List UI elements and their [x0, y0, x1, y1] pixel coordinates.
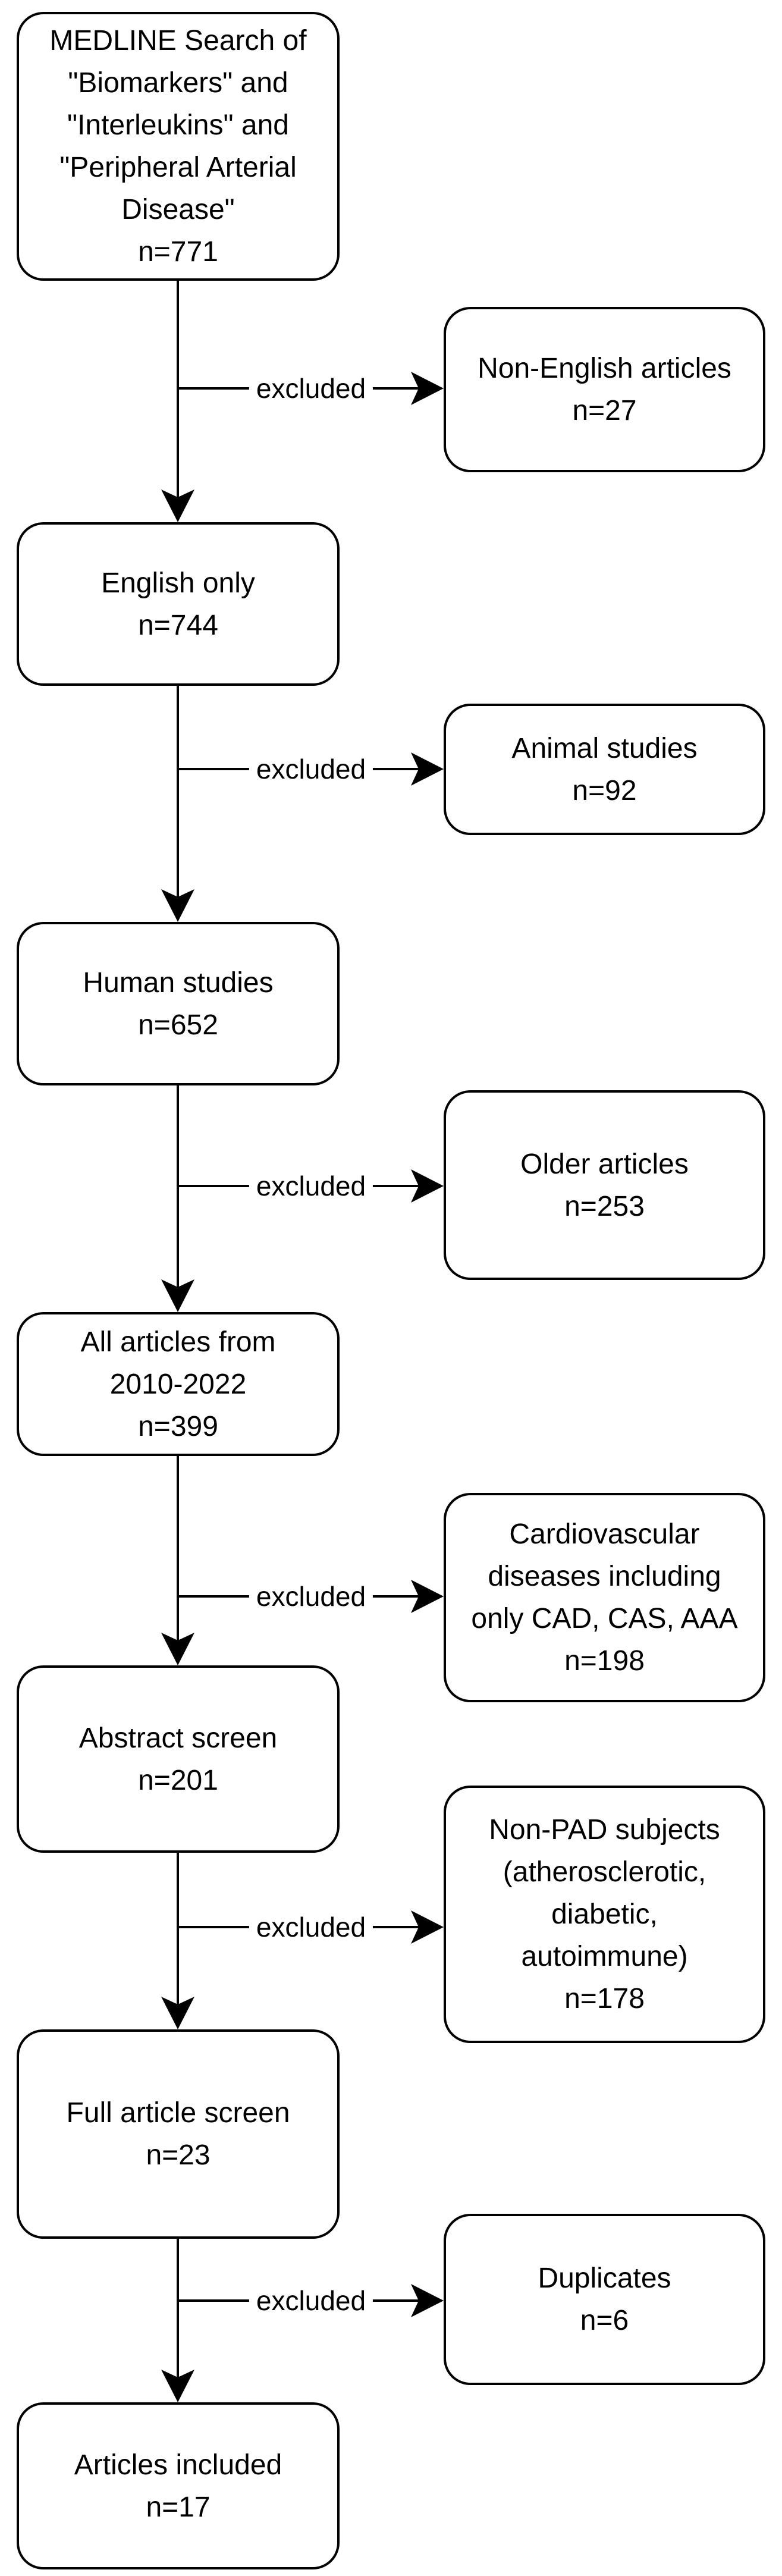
arrowhead-down-fullarticle — [161, 1997, 194, 2029]
arrowhead-down-included — [161, 2370, 194, 2402]
node-abstract-screen: Abstract screen n=201 — [17, 1665, 340, 1853]
arrowhead-right-non-english — [411, 372, 444, 405]
edge-label-excluded-older: excluded — [249, 1168, 373, 1204]
node-duplicates: Duplicates n=6 — [444, 2214, 765, 2385]
arrowhead-down-human — [161, 889, 194, 922]
edge-label-excluded-duplicates: excluded — [249, 2283, 373, 2318]
edge-label-excluded-animal: excluded — [249, 751, 373, 787]
arrowhead-down-english — [161, 490, 194, 522]
arrowhead-right-non-pad — [411, 1910, 444, 1944]
node-articles-included: Articles included n=17 — [17, 2402, 340, 2569]
arrowhead-right-duplicates — [411, 2284, 444, 2317]
arrowhead-right-animal — [411, 752, 444, 786]
arrowhead-right-cardiovascular — [411, 1580, 444, 1613]
node-human-studies: Human studies n=652 — [17, 922, 340, 1085]
node-all-articles-2010-2022: All articles from 2010-2022 n=399 — [17, 1312, 340, 1456]
edge-label-excluded-non-pad: excluded — [249, 1909, 373, 1945]
node-non-english-articles: Non-English articles n=27 — [444, 307, 765, 472]
node-older-articles: Older articles n=253 — [444, 1090, 765, 1280]
node-english-only: English only n=744 — [17, 522, 340, 686]
node-non-pad-subjects: Non-PAD subjects (atherosclerotic, diabe… — [444, 1786, 765, 2043]
arrowhead-right-older — [411, 1169, 444, 1203]
arrowhead-down-abstract — [161, 1633, 194, 1665]
node-cardiovascular-diseases: Cardiovascular diseases including only C… — [444, 1493, 765, 1702]
node-medline-search: MEDLINE Search of "Biomarkers" and "Inte… — [17, 12, 340, 281]
node-full-article-screen: Full article screen n=23 — [17, 2029, 340, 2239]
edge-label-excluded-cardiovascular: excluded — [249, 1579, 373, 1614]
arrowhead-down-allarticles — [161, 1279, 194, 1312]
edge-label-excluded-non-english: excluded — [249, 371, 373, 406]
node-animal-studies: Animal studies n=92 — [444, 704, 765, 835]
